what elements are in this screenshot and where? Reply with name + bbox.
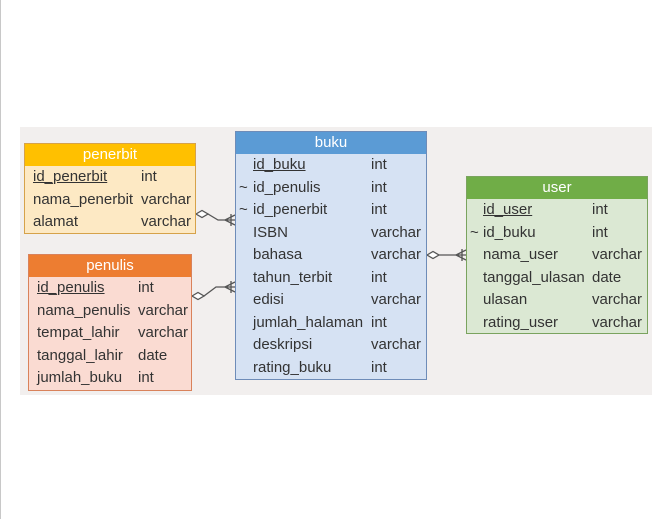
field-type: int <box>371 268 387 286</box>
field-type: date <box>592 268 622 286</box>
aggregation-diamond <box>194 209 210 219</box>
aggregation-diamond <box>190 291 206 301</box>
field-row[interactable]: id_penulis int <box>29 277 191 300</box>
field-row[interactable]: alamat varchar <box>25 211 195 234</box>
field-name: tanggal_lahir <box>37 346 123 364</box>
connector-line <box>203 286 225 297</box>
field-name: ulasan <box>483 291 528 308</box>
field-name: tanggal_ulasan <box>483 268 585 286</box>
fk-marker: ~ <box>239 178 248 196</box>
field-name: id_user <box>483 201 533 218</box>
field-type: varchar <box>141 213 192 230</box>
field-row[interactable]: tanggal_lahir date <box>29 345 191 368</box>
field-name: ISBN <box>253 223 289 241</box>
fk-marker: ~ <box>239 201 248 218</box>
field-row[interactable]: id_buku int <box>236 154 426 177</box>
field-row[interactable]: tempat_lahir varchar <box>29 322 191 345</box>
field-row[interactable]: ISBN varchar <box>236 222 426 245</box>
fk-marker: ~ <box>470 223 479 241</box>
field-type: varchar <box>592 313 643 331</box>
field-name: edisi <box>253 291 284 308</box>
field-name: nama_penerbit <box>33 190 134 208</box>
entity-title: buku <box>236 132 426 154</box>
field-row[interactable]: jumlah_buku int <box>29 367 191 390</box>
field-row[interactable]: tanggal_ulasan date <box>467 267 647 290</box>
connector-line <box>207 213 225 221</box>
crows-foot <box>224 281 236 293</box>
link-penerbit-buku <box>194 209 236 226</box>
field-row[interactable]: nama_penerbit varchar <box>25 189 195 212</box>
field-type: varchar <box>371 291 422 308</box>
field-row[interactable]: nama_user varchar <box>467 244 647 267</box>
entity-title: user <box>467 177 647 199</box>
entity-title: penerbit <box>25 144 195 166</box>
field-type: date <box>138 346 168 364</box>
field-row[interactable]: ~id_buku int <box>467 222 647 245</box>
field-type: varchar <box>141 190 192 208</box>
field-type: int <box>138 279 154 296</box>
field-name: deskripsi <box>253 336 313 353</box>
field-row[interactable]: id_user int <box>467 199 647 222</box>
field-type: varchar <box>138 324 189 341</box>
aggregation-diamond <box>425 250 441 260</box>
field-type: int <box>592 201 608 218</box>
field-type: int <box>371 358 387 376</box>
entity-title: penulis <box>29 255 191 277</box>
field-row[interactable]: deskripsi varchar <box>236 334 426 357</box>
field-row[interactable]: tahun_terbit int <box>236 267 426 290</box>
field-name: id_buku <box>483 223 536 241</box>
field-name: id_buku <box>253 156 306 173</box>
field-type: int <box>371 313 387 331</box>
field-name: id_penulis <box>37 279 105 296</box>
field-type: varchar <box>592 291 643 308</box>
field-name: id_penerbit <box>33 168 108 185</box>
field-type: varchar <box>138 301 189 319</box>
field-name: jumlah_halaman <box>253 313 364 331</box>
field-name: rating_buku <box>253 358 332 376</box>
field-type: int <box>592 223 608 241</box>
field-type: varchar <box>371 223 422 241</box>
field-name: tempat_lahir <box>37 324 120 341</box>
field-type: varchar <box>592 246 643 263</box>
field-type: varchar <box>371 336 422 353</box>
link-buku-user <box>425 249 467 261</box>
field-row[interactable]: rating_buku int <box>236 357 426 380</box>
field-name: id_penerbit <box>253 201 328 218</box>
field-name: jumlah_buku <box>37 369 123 386</box>
crows-foot <box>455 249 467 261</box>
field-row[interactable]: nama_penulis varchar <box>29 300 191 323</box>
field-type: int <box>371 201 387 218</box>
field-name: id_penulis <box>253 178 321 196</box>
left-border <box>0 0 1 519</box>
field-type: int <box>371 156 387 173</box>
field-name: nama_user <box>483 246 559 263</box>
field-type: int <box>138 369 154 386</box>
field-name: nama_penulis <box>37 301 131 319</box>
field-row[interactable]: edisi varchar <box>236 289 426 312</box>
field-type: int <box>371 178 387 196</box>
field-name: alamat <box>33 213 79 230</box>
field-name: tahun_terbit <box>253 268 333 286</box>
field-row[interactable]: ulasan varchar <box>467 289 647 312</box>
field-row[interactable]: bahasa varchar <box>236 244 426 267</box>
field-row[interactable]: id_penerbit int <box>25 166 195 189</box>
field-row[interactable]: ~ id_penulis int <box>236 177 426 200</box>
field-name: rating_user <box>483 313 559 331</box>
field-row[interactable]: jumlah_halaman int <box>236 312 426 335</box>
link-penulis-buku <box>190 281 236 301</box>
field-row[interactable]: rating_user varchar <box>467 312 647 335</box>
field-type: int <box>141 168 157 185</box>
field-type: varchar <box>371 246 422 263</box>
crows-foot <box>224 214 236 226</box>
field-row[interactable]: ~ id_penerbit int <box>236 199 426 222</box>
field-name: bahasa <box>253 246 303 263</box>
